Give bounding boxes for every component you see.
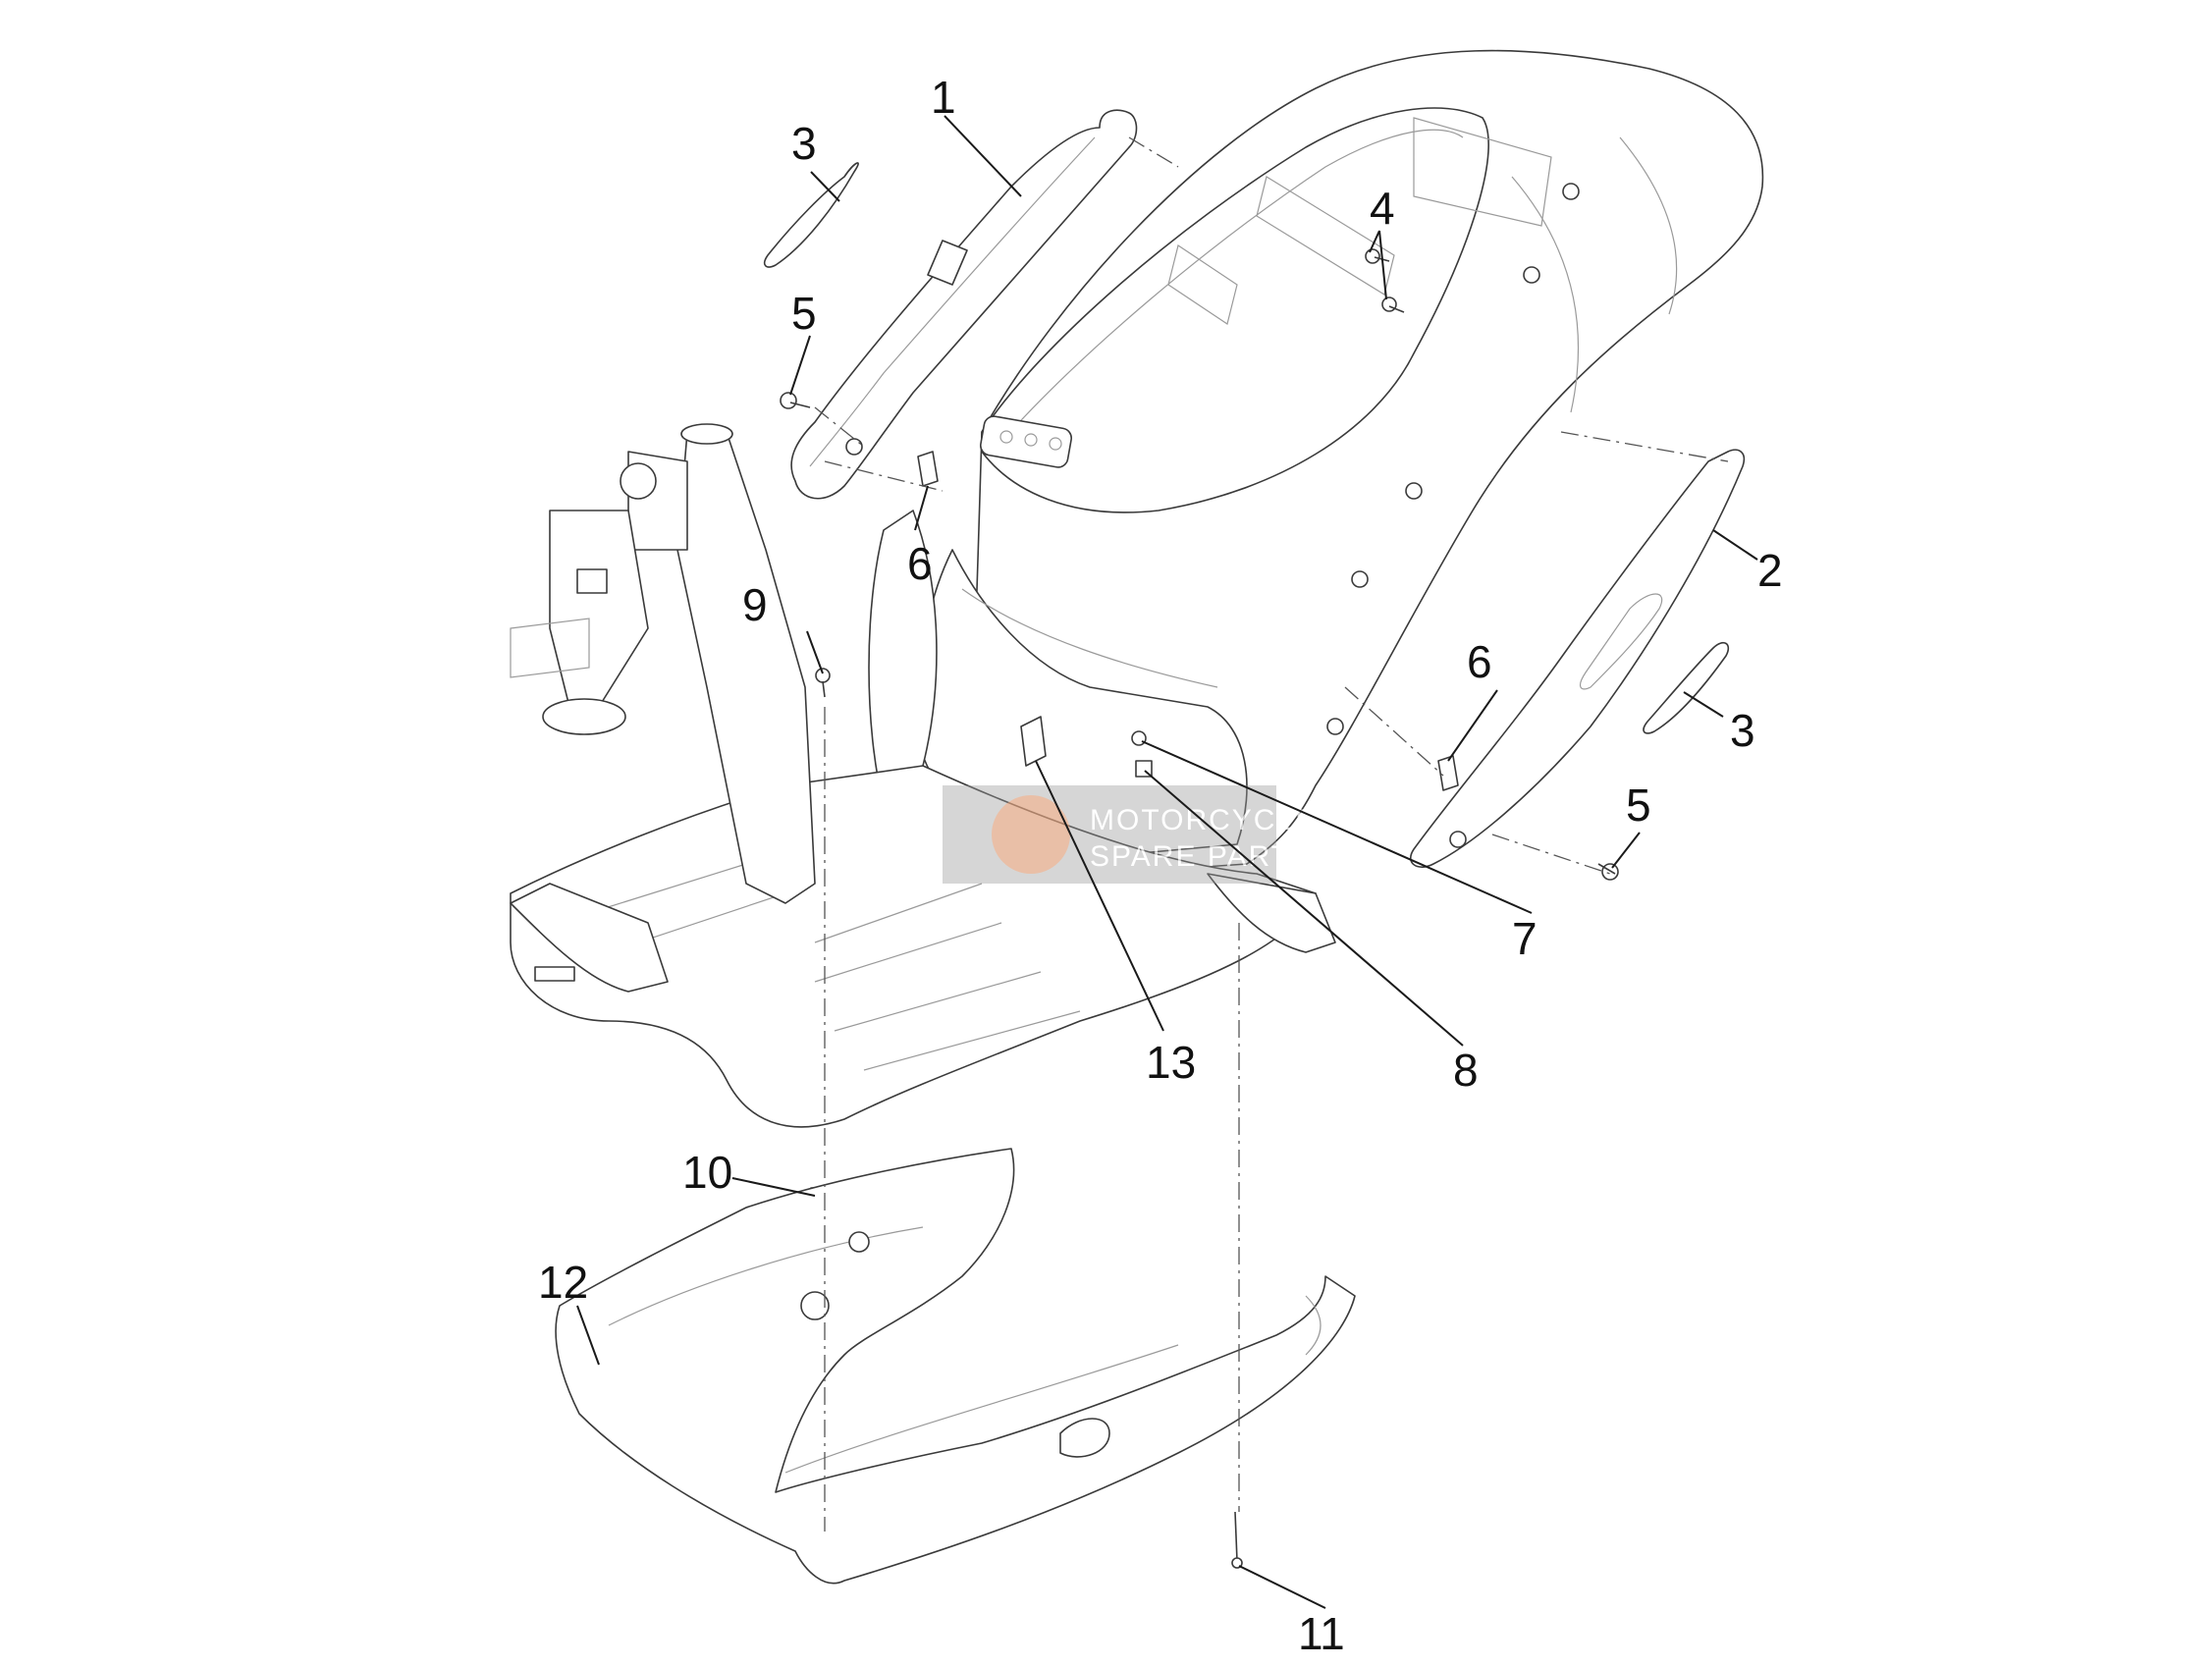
right-rail-cover [1410, 449, 1746, 868]
callout-2: 2 [1757, 545, 1783, 596]
screw-5a [780, 392, 811, 409]
watermark-line2: SPARE PARTS [1090, 840, 1313, 873]
leader-lines [576, 115, 1758, 1609]
callout-4: 4 [1370, 183, 1395, 234]
callout-12: 12 [538, 1257, 588, 1308]
callout-13: 13 [1146, 1037, 1196, 1088]
bracket-13 [1020, 716, 1047, 767]
callout-8: 8 [1453, 1045, 1479, 1096]
watermark-logo [992, 795, 1070, 874]
screw-9 [815, 668, 831, 698]
assembly-center-lines [814, 136, 1729, 1532]
clip-6b [1437, 755, 1459, 791]
callout-labels: 1 2 3 3 4 5 5 6 6 7 8 9 10 11 12 13 [538, 72, 1783, 1659]
callout-3-left: 3 [791, 118, 817, 169]
callout-1: 1 [931, 72, 956, 123]
callout-5-left: 5 [791, 288, 817, 339]
screw-5b [1597, 863, 1619, 881]
callout-3-right: 3 [1730, 705, 1755, 756]
left-badge-strip [764, 162, 859, 268]
callout-6-right: 6 [1467, 636, 1492, 687]
callout-6-left: 6 [907, 538, 933, 589]
callout-9: 9 [742, 579, 768, 630]
scooter-body-frame [510, 49, 1764, 1128]
callout-5-right: 5 [1626, 780, 1651, 831]
clip-6a [917, 451, 939, 487]
watermark: MOTORCYCLE SPARE PARTS [943, 785, 1315, 884]
screw-4b [1381, 296, 1405, 313]
screw-11 [1231, 1511, 1243, 1569]
right-badge-strip [1643, 641, 1730, 734]
lower-floor-panel [555, 1148, 1356, 1585]
left-rail-cover [790, 109, 1138, 500]
callout-7: 7 [1512, 913, 1538, 964]
callout-11: 11 [1298, 1608, 1345, 1659]
callout-10: 10 [682, 1147, 732, 1198]
